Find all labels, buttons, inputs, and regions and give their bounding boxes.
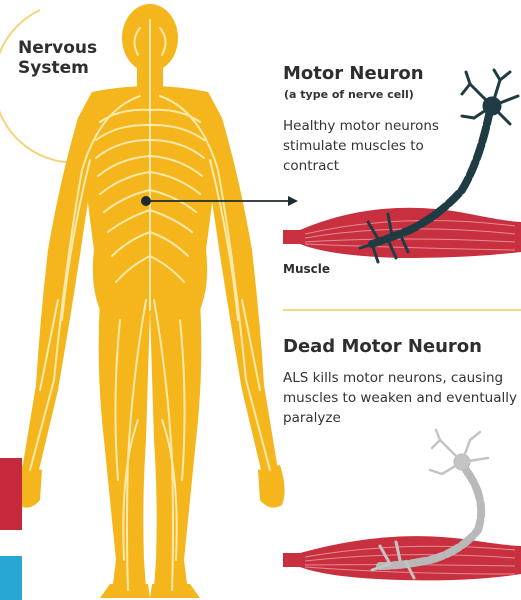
blue-swatch bbox=[0, 556, 22, 600]
motor-neuron-subtitle: (a type of nerve cell) bbox=[284, 88, 414, 101]
weak-muscle bbox=[283, 536, 521, 580]
red-swatch bbox=[0, 458, 22, 530]
motor-neuron-title: Motor Neuron bbox=[283, 63, 424, 84]
motor-neuron-description: Healthy motor neurons stimulate muscles … bbox=[283, 116, 443, 176]
dead-motor-neuron-title: Dead Motor Neuron bbox=[283, 336, 482, 357]
muscle-label: Muscle bbox=[283, 262, 330, 276]
section-divider bbox=[283, 309, 521, 311]
dead-motor-neuron-description: ALS kills motor neurons, causing muscles… bbox=[283, 368, 521, 428]
nervous-system-title: Nervous System bbox=[18, 38, 128, 78]
